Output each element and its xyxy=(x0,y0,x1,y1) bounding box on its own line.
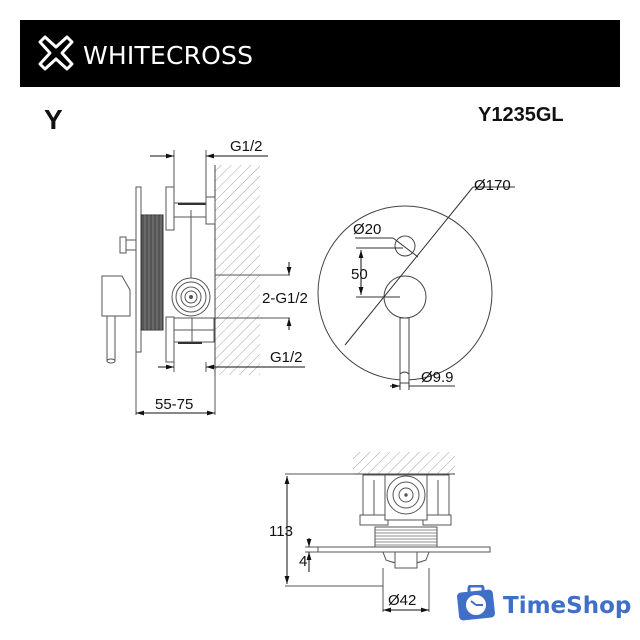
brand-logo: WHITECROSS xyxy=(37,34,253,77)
lever-diameter-label: Ø9.9 xyxy=(421,369,454,386)
suitcase-clock-icon xyxy=(455,584,499,626)
top-dimensions xyxy=(284,476,429,613)
height-label: 113 xyxy=(269,523,293,540)
spacing-label: 50 xyxy=(351,266,368,283)
brand-name: WHITECROSS xyxy=(83,41,254,70)
inlet-bottom-label: G1/2 xyxy=(270,349,303,366)
plate-diameter-label: Ø170 xyxy=(474,177,511,194)
cross-outline-icon xyxy=(37,34,75,77)
brand-header: WHITECROSS xyxy=(20,20,620,87)
diverter-diameter-label: Ø20 xyxy=(353,221,381,238)
front-view xyxy=(317,186,515,390)
front-dimensions xyxy=(358,250,400,389)
timeshop-watermark: TimeShop xyxy=(455,584,632,626)
outlets-label: 2-G1/2 xyxy=(262,290,308,307)
inlet-top-label: G1/2 xyxy=(230,138,263,155)
plate-thickness-label: 4 xyxy=(299,553,307,570)
side-view xyxy=(101,150,290,415)
handle-diameter-label: Ø42 xyxy=(388,592,416,609)
series-label: Y xyxy=(44,104,63,135)
wall-hatch xyxy=(215,165,260,375)
top-view xyxy=(285,452,491,612)
timeshop-text: TimeShop xyxy=(503,592,632,619)
side-dimensions xyxy=(136,153,305,416)
depth-label: 55-75 xyxy=(155,396,193,413)
model-number: Y1235GL xyxy=(478,104,564,126)
